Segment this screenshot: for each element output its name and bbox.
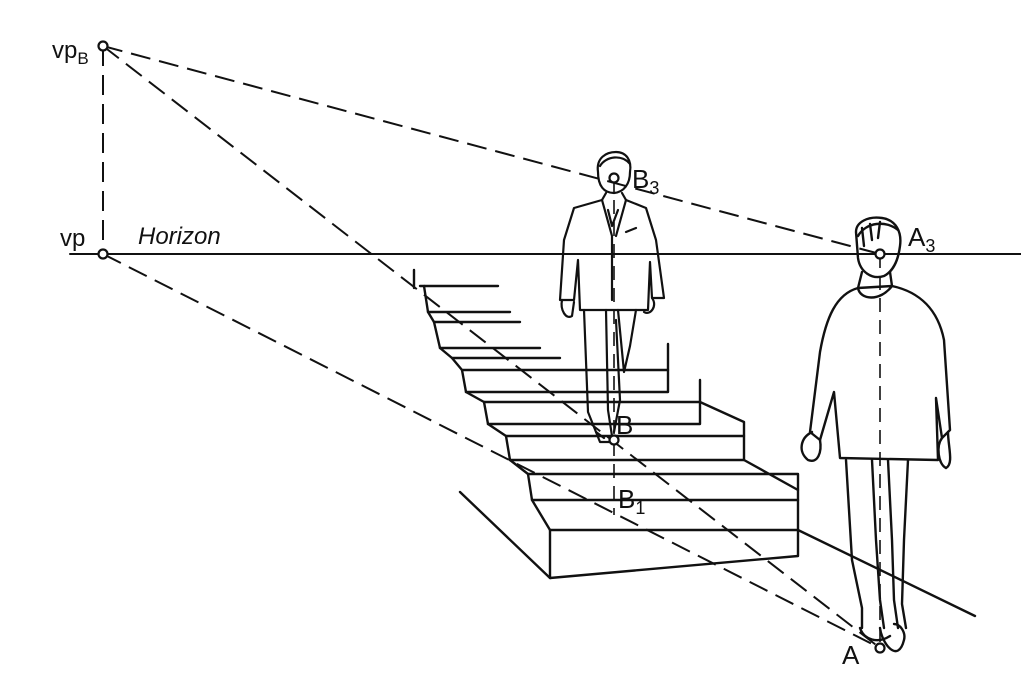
label-b3: B3	[632, 164, 659, 198]
front-figure	[800, 216, 952, 653]
label-a: A	[842, 640, 860, 670]
label-a3: A3	[908, 222, 935, 256]
point-a3	[874, 248, 886, 260]
label-horizon: Horizon	[138, 223, 221, 250]
point-a	[874, 642, 886, 654]
label-b: B	[616, 410, 633, 440]
back-figure	[558, 150, 666, 444]
label-vpb: vpB	[52, 37, 89, 68]
staircase	[412, 268, 977, 618]
point-b	[608, 434, 620, 446]
point-vpb	[97, 40, 109, 52]
label-vp: vp	[60, 225, 85, 252]
point-b3	[608, 172, 620, 184]
point-vp	[97, 248, 109, 260]
vpb-to-a-dashed-line	[102, 45, 881, 649]
vp-to-a-dashed-line	[102, 253, 881, 649]
vpb-to-a3-dashed-line	[102, 45, 881, 255]
label-b1: B1	[618, 484, 645, 518]
